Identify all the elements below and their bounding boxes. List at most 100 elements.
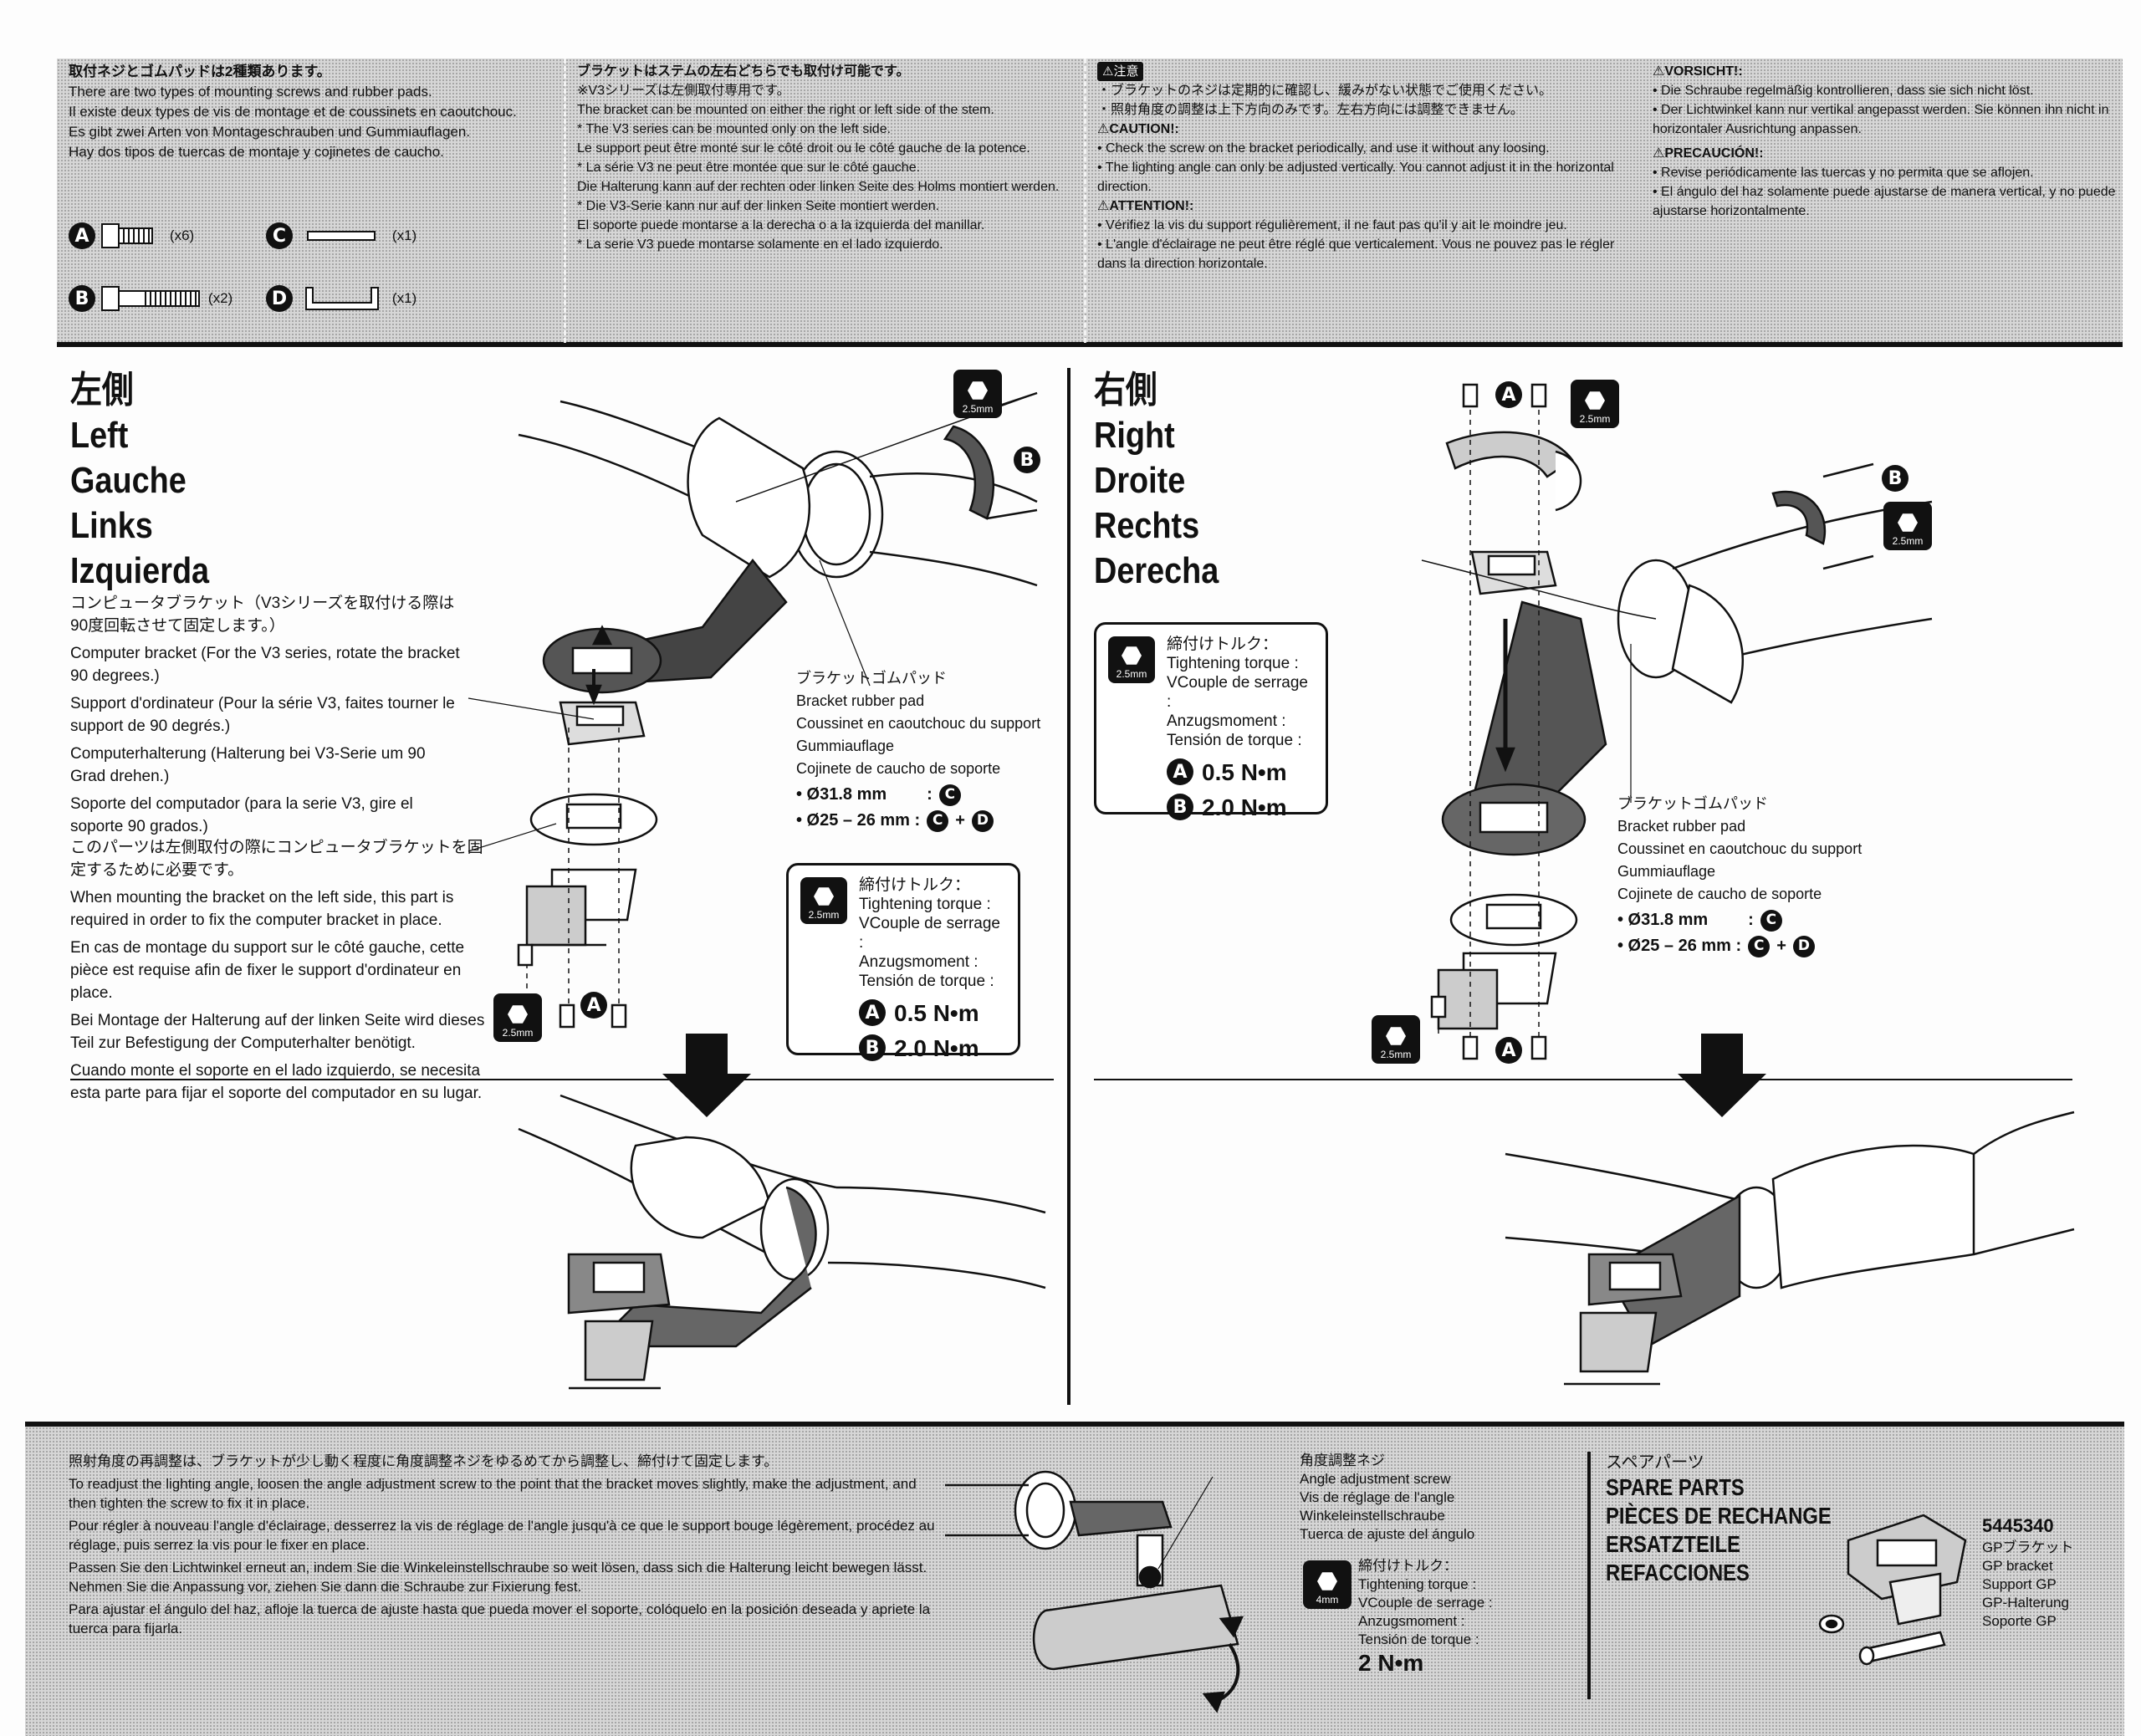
part-c-qty: (x1) [391,227,417,243]
spare-title-fr: PIÈCES DE RECHANGE [1606,1503,1832,1529]
pad-c-label: C [1748,935,1771,957]
left-exploded-illustration [468,368,1054,1062]
pad-size-sep: : [1748,911,1754,929]
hex-key-size: 2.5 [1579,413,1594,425]
torque-b-label: B [859,1034,886,1061]
hex-key-icon: 2.5mm [1571,380,1619,428]
left-separator [70,1079,1054,1080]
left-title-de: Links [70,505,153,546]
readjust-fr: Pour régler à nouveau l'angle d'éclairag… [69,1518,935,1553]
angle-torque-de: Anzugsmoment : [1358,1613,1465,1629]
part-b-qty: (x2) [207,290,233,306]
spare-name-jp: GPブラケット [1982,1539,2074,1555]
top-info-band: 取付ネジとゴムパッドは2種類あります。 There are two types … [57,59,2123,347]
left-screw-b-label: B [1014,447,1040,473]
right-title-es: Derecha [1094,550,1219,591]
torque-de: Anzugsmoment : [859,953,979,971]
pad-plus: + [1776,937,1786,955]
pad-c-label: C [927,809,949,832]
right-screw-a-label-bottom: A [1495,1037,1522,1064]
caution-jp-1: ・ブラケットのネジは定期的に確認し、緩みがない状態でご使用ください。 [1097,84,1553,98]
torque-es: Tensión de torque : [1167,732,1302,749]
torque-b-value: 2.0 N•m [1202,794,1287,820]
angle-screw-fr: Vis de réglage de l'angle [1300,1489,1455,1505]
left-title-es: Izquierda [70,550,210,591]
spare-jp: スペアパーツ [1606,1453,1704,1472]
right-title-de: Rechts [1094,505,1200,546]
rubber-pad-jp: ブラケットゴムパッド [796,670,947,687]
torque-es: Tensión de torque : [859,973,994,990]
rubber-pad-en: Bracket rubber pad [1617,818,1746,835]
spare-code: 5445340 [1982,1515,2054,1536]
spare-bracket-illustration [1798,1507,1974,1674]
rubber-pad-fr: Coussinet en caoutchouc du support [1617,840,1863,857]
torque-b-label: B [1167,794,1193,820]
left-title-fr: Gauche [70,460,187,501]
part-required-en: When mounting the bracket on the left si… [70,889,454,929]
left-screw-a-label: A [580,992,607,1019]
hex-key-size: 2.5 [1116,668,1131,680]
spare-title-es: REFACCIONES [1606,1560,1750,1585]
hex-key-icon: 2.5mm [800,877,847,924]
right-assembled-illustration [1505,1095,2074,1405]
hex-key-size: 4 [1316,1594,1322,1606]
hex-key-icon: 2.5mm [1372,1015,1420,1064]
caution-jp-head: ⚠注意 [1097,62,1144,81]
hex-key-size: 2.5 [808,909,823,921]
right-title-jp: 右側 [1094,370,1157,411]
pad-d-label: D [971,809,994,832]
bracket-info-jp-note: ※V3シリーズは左側取付専用です。 [577,84,790,98]
parts-intro-jp: 取付ネジとゴムパッドは2種類あります。 [69,64,331,79]
rubber-pad-fr: Coussinet en caoutchouc du support [796,715,1041,732]
hex-key-unit: mm [516,1027,534,1039]
part-b: B (x2) [69,284,232,313]
pad-size-25-26: • Ø25 – 26 mm : [796,811,921,830]
right-screw-a-label-top: A [1495,381,1522,408]
torque-a-value: 0.5 N•m [894,999,979,1026]
caution-fr-head: ⚠ATTENTION!: [1097,199,1194,213]
hex-key-size: 2.5 [1380,1049,1395,1060]
caution-fr-2: • L'angle d'éclairage ne peut être réglé… [1097,237,1615,271]
pad-d-label: D [1792,935,1815,957]
caution-de-1: • Die Schraube regelmäßig kontrollieren,… [1653,84,2034,98]
angle-screw-note: 角度調整ネジ Angle adjustment screw Vis de rég… [1300,1452,1551,1544]
bracket-info-fr-note: * La série V3 ne peut être montée que su… [577,161,921,175]
angle-torque-en: Tightening torque : [1358,1576,1477,1592]
hex-key-size: 2.5 [1892,535,1907,547]
torque-de: Anzugsmoment : [1167,712,1286,730]
left-title-jp: 左側 [70,370,134,411]
pad-plus: + [955,811,965,830]
column-divider [1084,59,1086,343]
hex-key-size: 2.5 [502,1027,517,1039]
part-b-letter: B [69,285,95,312]
rubber-pad-de: Gummiauflage [1617,863,1716,880]
computer-bracket-jp: コンピュータブラケット（V3シリーズを取付ける際は90度回転させて固定します。） [70,595,455,635]
flat-pad-icon [307,231,376,241]
angle-screw-en: Angle adjustment screw [1300,1471,1451,1487]
right-exploded-illustration [1355,368,1940,1070]
hex-key-icon: 4mm [1303,1560,1352,1609]
bracket-info-en-note: * The V3 series can be mounted only on t… [577,122,892,136]
part-d-qty: (x1) [391,290,417,306]
hex-key-unit: mm [976,403,994,415]
caution-es-head: ⚠PRECAUCIÓN!: [1653,146,1764,161]
left-title: 左側 Left Gauche Links Izquierda [70,368,209,594]
hex-key-unit: mm [1130,668,1147,680]
computer-bracket-fr: Support d'ordinateur (Pour la série V3, … [70,695,455,735]
channel-pad-icon [305,287,380,310]
angle-torque-fr: VCouple de serrage : [1358,1595,1493,1611]
torque-jp: 締付けトルク： [1167,636,1279,653]
panel-divider [1067,368,1070,1405]
spare-name-es: Soporte GP [1982,1613,2057,1629]
caution-de-head: ⚠VORSICHT!: [1653,64,1743,79]
readjust-en: To readjust the lighting angle, loosen t… [69,1476,917,1511]
pad-c-label: C [938,784,961,806]
right-title-fr: Droite [1094,460,1186,501]
pad-size-25-26: • Ø25 – 26 mm : [1617,937,1742,955]
left-rubber-pad-note: ブラケットゴムパッド Bracket rubber pad Coussinet … [796,667,1047,832]
torque-fr: VCouple de serrage : [1167,674,1308,711]
part-a: A (x6) [69,222,194,250]
computer-bracket-note: コンピュータブラケット（V3シリーズを取付ける際は90度回転させて固定します。）… [70,592,463,843]
torque-jp: 締付けトルク： [859,876,971,894]
